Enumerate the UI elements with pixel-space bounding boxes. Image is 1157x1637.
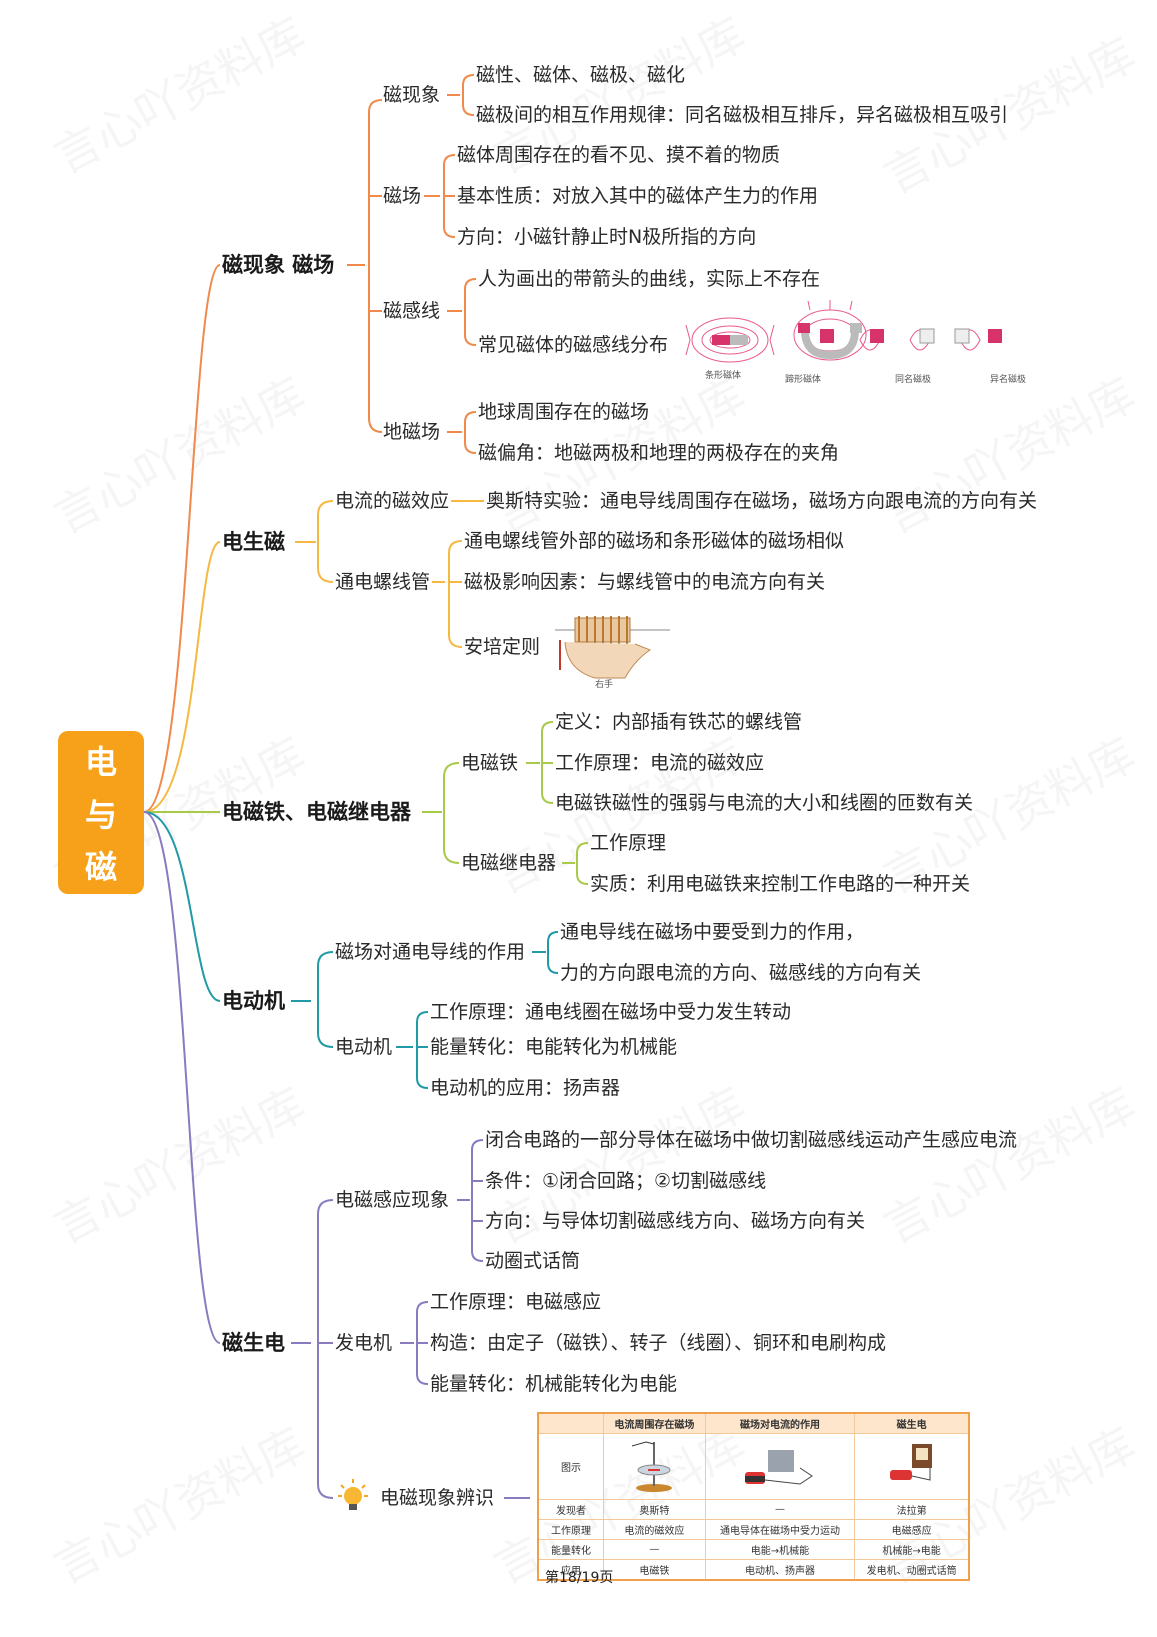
table-cell: 图示 [537,1433,604,1500]
sub-node: 地磁场 [383,421,441,443]
leaf: 实质：利用电磁铁来控制工作电路的一种开关 [590,873,971,895]
leaf: 力的方向跟电流的方向、磁感线的方向有关 [560,962,922,984]
table-row: 能量转化 — 电能→机械能 机械能→电能 [537,1539,970,1560]
leaf: 动圈式话筒 [485,1250,581,1272]
sub-node: 电动机 [335,1036,393,1058]
sub-node: 发电机 [335,1332,393,1354]
table-cell: 电动机、扬声器 [704,1559,856,1581]
table-header [537,1412,604,1434]
table-cell: 电能→机械能 [704,1539,856,1560]
sub-node: 磁场对通电导线的作用 [335,941,526,963]
leaf: 电动机的应用：扬声器 [430,1077,621,1099]
leaf: 工作原理：电流的磁效应 [555,752,765,774]
table-cell [603,1433,706,1500]
leaf: 定义：内部插有铁芯的螺线管 [555,711,803,733]
page-number: 第18/19页 [545,1570,614,1586]
leaf: 能量转化：机械能转化为电能 [430,1373,678,1395]
table-row: 应用 电磁铁 电动机、扬声器 发电机、动圈式话筒 [537,1559,970,1581]
leaf: 电磁铁磁性的强弱与电流的大小和线圈的匝数有关 [555,792,974,814]
table-header: 磁生电 [854,1412,970,1434]
table-cell: 发电机、动圈式话筒 [854,1559,970,1581]
table-cell [704,1433,856,1500]
figure-caption: 同名磁极 [895,375,932,385]
leaf: 基本性质：对放入其中的磁体产生力的作用 [457,185,819,207]
root-char: 磁 [84,847,117,886]
leaf: 工作原理：电磁感应 [430,1291,602,1313]
leaf: 工作原理：通电线圈在磁场中受力发生转动 [430,1001,792,1023]
root-node-electricity-magnetism: 电 与 磁 [58,731,144,894]
leaf: 安培定则 [464,636,541,658]
sub-node: 电流的磁效应 [335,490,450,512]
table-header: 磁场对电流的作用 [704,1412,856,1434]
right-hand-rule-figure [555,616,670,679]
figure-caption: 蹄形磁体 [785,375,822,385]
oersted-experiment-icon [632,1441,673,1492]
leaf: 条件：①闭合回路；②切割磁感线 [485,1170,767,1192]
branch-title: 磁现象 磁场 [222,253,335,277]
table-cell [854,1433,970,1500]
table-header-row: 电流周围存在磁场 磁场对电流的作用 磁生电 [537,1412,970,1434]
leaf: 通电导线在磁场中要受到力的作用， [560,921,865,943]
leaf: 奥斯特实验：通电导线周围存在磁场，磁场方向跟电流的方向有关 [486,490,1038,512]
leaf: 磁极影响因素：与螺线管中的电流方向有关 [464,571,826,593]
table-cell: 法拉第 [854,1499,970,1520]
sub-node: 电磁铁 [461,752,519,774]
lightbulb-icon [338,1479,368,1510]
table-cell: 电磁铁 [603,1559,706,1581]
leaf: 闭合电路的一部分导体在磁场中做切割磁感线运动产生感应电流 [485,1129,1018,1151]
table-cell: — [704,1499,856,1520]
sub-node: 电磁现象辨识 [380,1487,495,1509]
field-lines-figure [685,300,1002,363]
branch-title: 磁生电 [222,1331,285,1355]
leaf: 地球周围存在的磁场 [478,401,650,423]
table-cell: — [603,1539,706,1560]
leaf: 工作原理 [590,832,667,854]
leaf: 通电螺线管外部的磁场和条形磁体的磁场相似 [464,530,845,552]
sub-node: 电磁感应现象 [335,1189,450,1211]
leaf: 方向：小磁针静止时N极所指的方向 [457,226,757,248]
table-cell: 发现者 [537,1499,604,1520]
table-header: 电流周围存在磁场 [603,1412,706,1434]
leaf: 磁体周围存在的看不见、摸不着的物质 [457,144,781,166]
induction-experiment-icon [889,1444,932,1481]
sub-node: 磁感线 [383,300,441,322]
leaf: 磁极间的相互作用规律：同名磁极相互排斥，异名磁极相互吸引 [476,104,1009,126]
table-cell: 奥斯特 [603,1499,706,1520]
figure-caption: 右手 [595,680,614,690]
sub-node: 通电螺线管 [335,571,431,593]
sub-node: 磁现象 [383,84,441,106]
leaf: 常见磁体的磁感线分布 [478,334,669,356]
leaf: 方向：与导体切割磁感线方向、磁场方向有关 [485,1210,866,1232]
leaf: 磁性、磁体、磁极、磁化 [476,64,686,86]
root-char: 与 [84,795,117,834]
leaf: 能量转化：电能转化为机械能 [430,1036,678,1058]
leaf: 人为画出的带箭头的曲线，实际上不存在 [478,268,821,290]
figure-caption: 异名磁极 [990,375,1027,385]
root-char: 电 [84,743,117,782]
leaf: 磁偏角：地磁两极和地理的两极存在的夹角 [478,442,840,464]
table-cell: 电流的磁效应 [603,1519,706,1540]
table-cell: 工作原理 [537,1519,604,1540]
motor-principle-icon [744,1450,813,1485]
table-cell: 通电导体在磁场中受力运动 [704,1519,856,1540]
sub-node: 电磁继电器 [461,852,557,874]
table-cell: 能量转化 [537,1539,604,1560]
sub-node: 磁场 [383,185,422,207]
comparison-table: 电流周围存在磁场 磁场对电流的作用 磁生电 图示 [537,1412,970,1581]
table-row: 发现者 奥斯特 — 法拉第 [537,1499,970,1520]
table-row: 图示 [537,1433,970,1500]
leaf: 构造：由定子（磁铁）、转子（线圈）、铜环和电刷构成 [430,1332,887,1354]
table-row: 工作原理 电流的磁效应 通电导体在磁场中受力运动 电磁感应 [537,1519,970,1540]
table-cell: 电磁感应 [854,1519,970,1540]
table-cell: 机械能→电能 [854,1539,970,1560]
branch-title: 电磁铁、电磁继电器 [222,800,411,824]
branch-title: 电动机 [222,989,285,1013]
branch-title: 电生磁 [222,530,285,554]
figure-caption: 条形磁体 [705,371,742,381]
